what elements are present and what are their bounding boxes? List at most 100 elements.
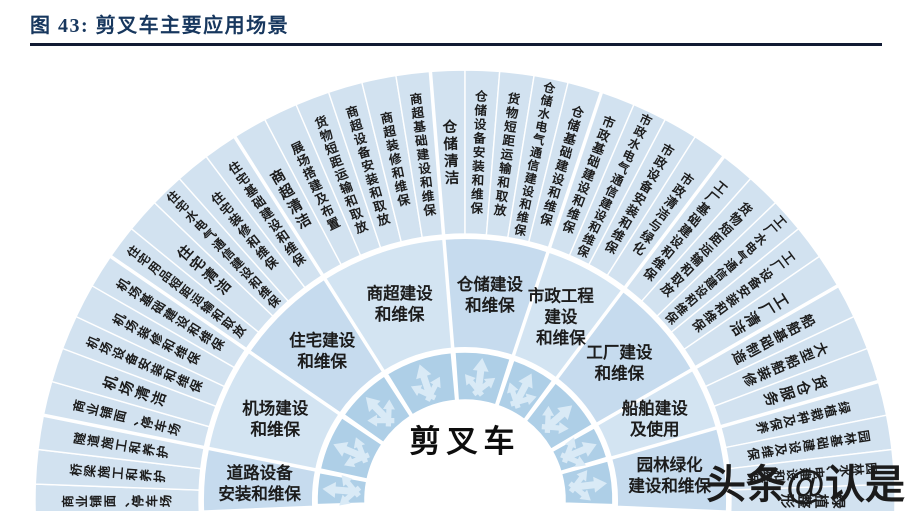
outer-label-char: 机 [84, 333, 103, 351]
outer-label-char: 短 [323, 139, 340, 158]
outer-label-char: 商 [344, 103, 360, 121]
outer-label-char: 安 [360, 157, 376, 175]
outer-label-char: 场 [97, 340, 115, 357]
outer-label-char: 舶 [769, 358, 789, 377]
outer-label-char: 施 [96, 465, 112, 479]
outer-segment-label: 桥梁施工和养护 [68, 462, 168, 483]
inner-sector [609, 426, 729, 511]
outer-label-char: 仓 [569, 103, 587, 121]
outer-label-char: 场 [159, 495, 173, 508]
outer-label-char: 养 [140, 442, 157, 458]
outer-label-char: 商 [409, 91, 423, 107]
outer-label-char: 建 [580, 165, 597, 184]
outer-label-char: 放 [492, 202, 508, 219]
outer-label-char: 护 [152, 469, 168, 483]
outer-label-char: 取 [348, 205, 365, 223]
outer-label-char: 种 [794, 409, 812, 426]
inner-label-line: 安装和维保 [218, 484, 301, 504]
outer-label-char: 维 [759, 444, 776, 459]
outer-label-char: 整 [795, 494, 813, 509]
outer-label-char: 设 [550, 170, 567, 188]
outer-label-char: 基 [561, 130, 579, 148]
arrow-up-right [560, 452, 586, 468]
arrow-ring-sector [386, 351, 457, 416]
center-circle [368, 403, 562, 511]
outer-label-char: 务 [760, 389, 782, 409]
outer-label-char: 保 [395, 191, 412, 209]
outer-label-char: 取 [372, 198, 388, 215]
outer-label-char: 船 [783, 352, 803, 371]
outer-label-char: 商 [379, 109, 394, 126]
inner-label-line: 建设 [544, 307, 578, 327]
outer-label-char: 设 [418, 160, 433, 176]
outer-label-char: 储 [565, 116, 583, 134]
outer-label-char: 修 [740, 369, 761, 389]
outer-label-char: 面 [103, 494, 117, 507]
outer-label-char: 备 [472, 130, 487, 146]
outer-label-char: 保 [745, 470, 761, 485]
inner-label-line: 市政工程 [528, 286, 595, 306]
diverging-arrows-icon [541, 405, 573, 434]
outer-label-char: 建 [416, 146, 431, 162]
outer-label-char: 业 [84, 401, 102, 417]
outer-label-char: 及 [773, 442, 789, 457]
outer-label-char: 停 [130, 494, 145, 507]
outer-label-char: 设 [474, 116, 488, 132]
inner-sector-label: 市政工程建设和维保 [528, 286, 595, 348]
outer-label-char: 储 [473, 102, 488, 118]
outer-label-char: 础 [414, 132, 428, 148]
arrow-up-right [353, 437, 369, 464]
diverging-arrows-icon [333, 437, 370, 468]
outer-label-char: 面 [112, 408, 129, 424]
outer-label-char: 通 [609, 170, 626, 189]
outer-label-char: 和 [771, 468, 787, 482]
outer-label-char: 绿 [829, 494, 847, 509]
inner-sector-label: 住宅建设和维保 [289, 330, 356, 371]
outer-label-char: 型 [797, 346, 817, 365]
outer-label-char: 维 [580, 230, 597, 249]
outer-label-char: 维 [393, 178, 409, 195]
diverging-arrows-icon [365, 397, 395, 427]
outer-label-char: 场 [167, 422, 184, 437]
outer-label-char: 设 [352, 130, 369, 148]
group-separator [510, 89, 604, 359]
outer-label-char: 场 [117, 379, 138, 398]
outer-label-char: 林 [842, 431, 859, 446]
outer-label-char: 和 [124, 467, 140, 482]
outer-label-char: 绿 [835, 400, 853, 416]
outer-label-char: 置 [325, 215, 343, 233]
inner-label-line: 和维保 [465, 295, 515, 315]
group-separator [428, 69, 455, 351]
watermark: 头条@认是 [705, 463, 905, 507]
group-separator [608, 379, 881, 461]
outer-label-char: 电 [811, 466, 827, 479]
outer-label-char: 础 [814, 436, 831, 451]
outer-label-char: 和 [517, 195, 533, 212]
outer-label-char: 物 [505, 105, 520, 121]
outer-label-char: 和 [585, 217, 603, 236]
outer-label-char: 和 [160, 367, 179, 385]
arrow-up-right [568, 481, 591, 501]
outer-label-char: 场 [295, 152, 312, 170]
outer-label-char: 政 [595, 126, 612, 145]
inner-label-line: 住宅建设 [289, 330, 356, 350]
outer-label-char: 安 [472, 144, 485, 159]
inner-sector-label: 机场建设和维保 [242, 398, 309, 439]
outer-label-char: 、 [117, 495, 131, 508]
outer-label-char: 电 [534, 118, 549, 135]
outer-label-char: 保 [767, 415, 785, 432]
group-separator [108, 253, 343, 417]
outer-label-char: 和 [127, 440, 144, 456]
inner-sector-label: 园林绿化建设和维保 [628, 454, 711, 495]
